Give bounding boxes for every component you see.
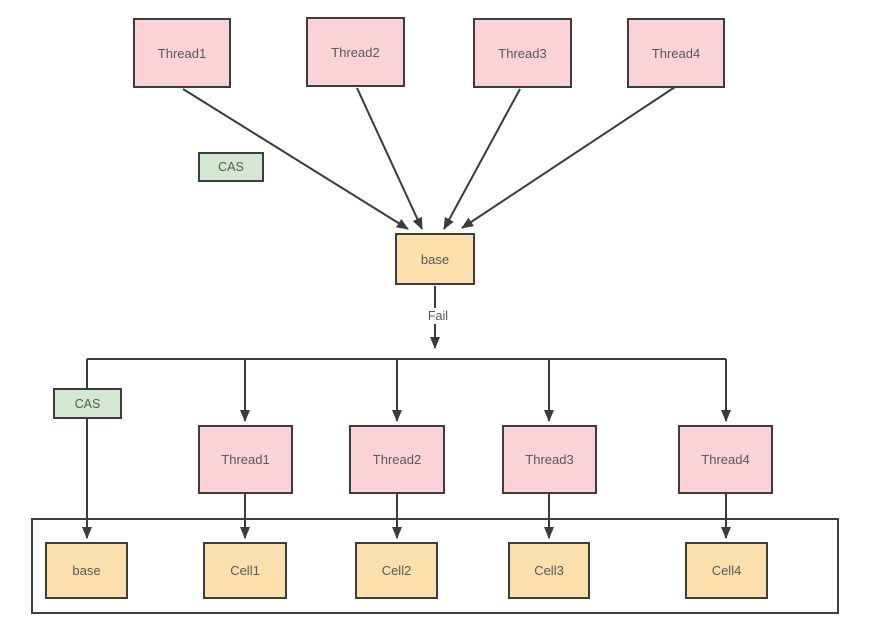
- arrow-thread2-to-base: [356, 87, 423, 230]
- base-top-box: base: [395, 233, 475, 285]
- top-thread1-box: Thread1: [133, 18, 231, 88]
- cas-bottom-label: CAS: [74, 396, 101, 411]
- bottom-thread1-box: Thread1: [198, 425, 293, 494]
- top-thread3-box: Thread3: [473, 18, 572, 88]
- cell4-label: Cell4: [711, 563, 742, 578]
- cell3-label: Cell3: [534, 563, 564, 578]
- top-thread1-label: Thread1: [157, 45, 207, 61]
- bottom-thread2-label: Thread2: [372, 452, 422, 467]
- top-thread4-label: Thread4: [651, 45, 701, 61]
- top-thread3-label: Thread3: [498, 45, 547, 61]
- cell1-label: Cell1: [230, 563, 260, 578]
- cell1-box: Cell1: [203, 542, 287, 599]
- arrow-thread1-to-base: [182, 88, 409, 230]
- base-bottom-label: base: [72, 563, 101, 578]
- fail-edge-label: Fail: [417, 308, 459, 324]
- bottom-thread3-label: Thread3: [525, 452, 574, 467]
- bottom-thread4-label: Thread4: [701, 452, 750, 467]
- bottom-thread3-box: Thread3: [502, 425, 597, 494]
- top-thread4-box: Thread4: [627, 18, 725, 88]
- arrow-thread3-to-base: [443, 88, 521, 230]
- cell4-box: Cell4: [685, 542, 768, 599]
- cell3-box: Cell3: [508, 542, 590, 599]
- cas-top-box: CAS: [198, 152, 264, 182]
- cell2-label: Cell2: [381, 563, 412, 578]
- cell2-box: Cell2: [355, 542, 438, 599]
- arrow-thread4-to-base: [461, 86, 676, 229]
- top-thread2-box: Thread2: [306, 17, 405, 87]
- bottom-thread4-box: Thread4: [678, 425, 773, 494]
- cells-container-box: [31, 518, 839, 614]
- cas-top-label: CAS: [218, 160, 244, 174]
- base-bottom-box: base: [45, 542, 128, 599]
- top-thread2-label: Thread2: [331, 44, 380, 60]
- cas-bottom-box: CAS: [53, 388, 122, 419]
- bottom-thread1-label: Thread1: [221, 452, 270, 467]
- bottom-thread2-box: Thread2: [349, 425, 445, 494]
- base-top-label: base: [420, 251, 450, 267]
